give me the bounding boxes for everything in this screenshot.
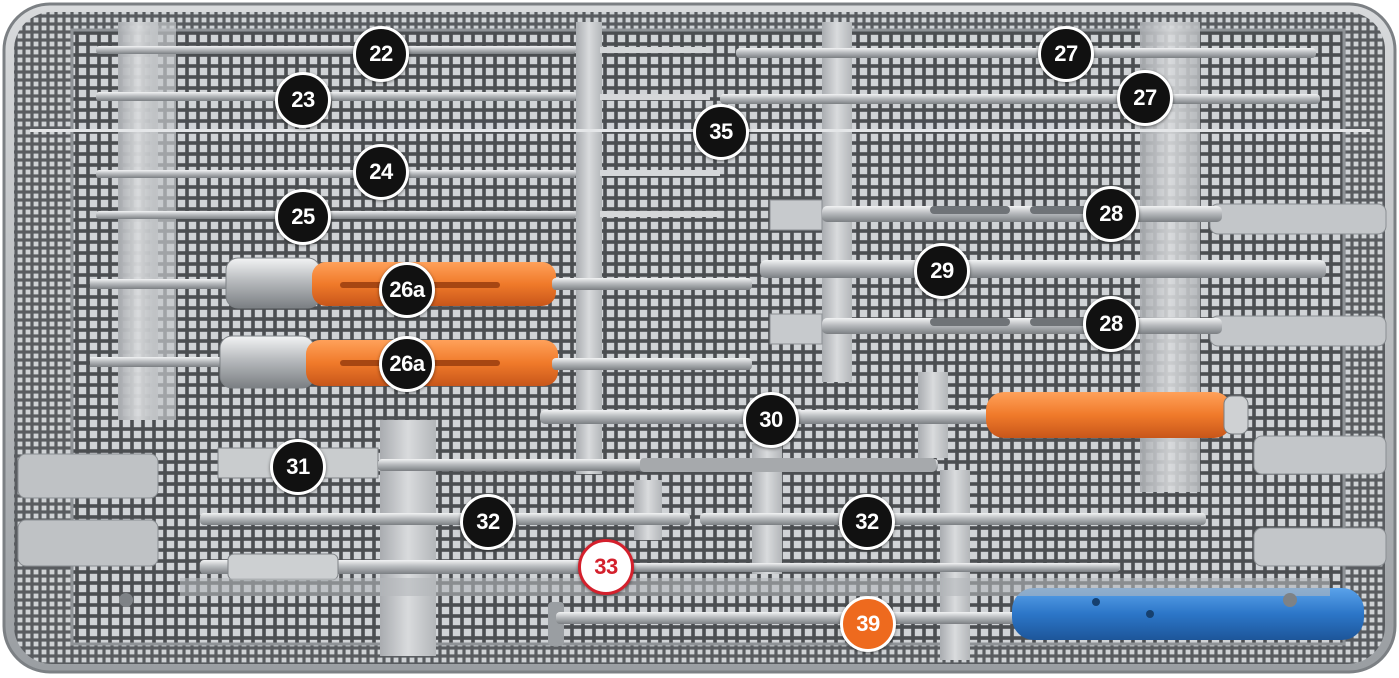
callout-32-left: 32 xyxy=(460,494,516,550)
callout-22: 22 xyxy=(353,26,409,82)
callout-27-lower: 27 xyxy=(1117,70,1173,126)
callout-23: 23 xyxy=(275,72,331,128)
callout-32-right: 32 xyxy=(839,494,895,550)
callout-28-lower: 28 xyxy=(1083,296,1139,352)
callout-24: 24 xyxy=(353,144,409,200)
callout-29: 29 xyxy=(914,243,970,299)
callout-27-upper: 27 xyxy=(1038,26,1094,82)
callout-25: 25 xyxy=(275,189,331,245)
callout-35: 35 xyxy=(693,104,749,160)
callout-31: 31 xyxy=(270,439,326,495)
callout-28-upper: 28 xyxy=(1083,186,1139,242)
callout-26a-lower: 26a xyxy=(379,336,435,392)
callout-33: 33 xyxy=(578,539,634,595)
callout-30: 30 xyxy=(743,392,799,448)
callout-39: 39 xyxy=(840,596,896,652)
callout-26a-upper: 26a xyxy=(379,262,435,318)
